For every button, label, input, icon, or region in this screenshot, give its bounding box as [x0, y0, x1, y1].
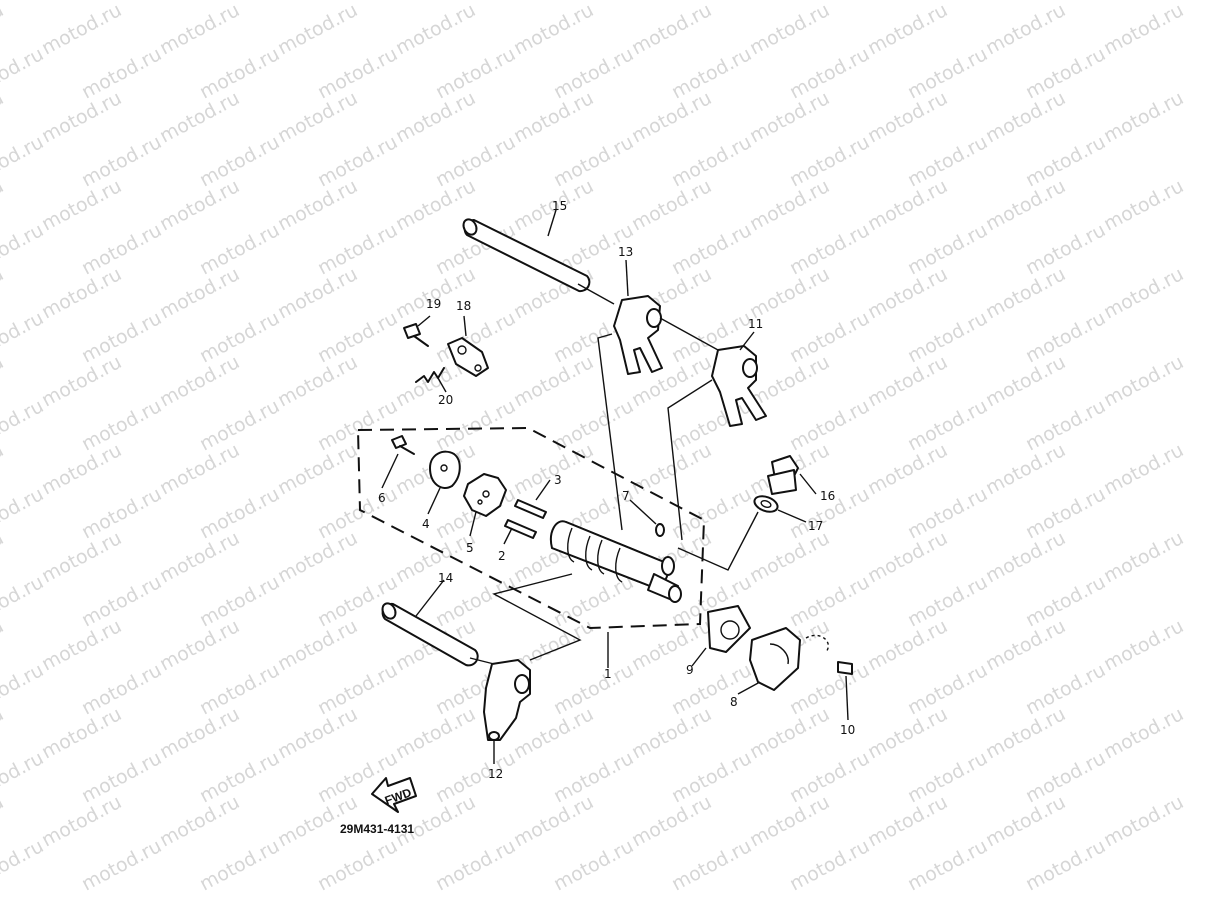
callout-12: 12	[488, 767, 503, 781]
guide-bar-14	[381, 602, 479, 667]
seal-hint	[805, 634, 829, 653]
callout-18: 18	[456, 299, 471, 313]
washer-17	[753, 495, 779, 513]
callout-13: 13	[618, 245, 633, 259]
pin-2	[504, 519, 537, 539]
shift-fork-11	[711, 345, 767, 427]
gasket-9	[707, 605, 751, 653]
callout-15: 15	[552, 199, 567, 213]
shift-fork-12	[483, 659, 531, 741]
leader-bar14-fork12	[469, 657, 495, 665]
pin-7	[655, 523, 665, 537]
callout-10: 10	[840, 723, 855, 737]
plate-4	[429, 450, 461, 489]
leader-fork13-fork11	[659, 317, 719, 351]
callout-16: 16	[820, 489, 835, 503]
callout-11: 11	[748, 317, 763, 331]
leader-bar15-fork13	[577, 283, 615, 305]
guide-bar-15	[462, 218, 591, 293]
callout-20: 20	[438, 393, 453, 407]
leader-fork12-drum	[492, 573, 582, 661]
pin-3	[514, 499, 547, 519]
callout-6: 6	[378, 491, 386, 505]
cover-8	[749, 627, 801, 691]
shift-fork-13	[613, 295, 663, 375]
bolt-6	[391, 435, 415, 455]
callout-2: 2	[498, 549, 506, 563]
callout-17: 17	[808, 519, 823, 533]
shift-drum-1	[550, 520, 682, 603]
callout-8: 8	[730, 695, 738, 709]
callout-1: 1	[604, 667, 612, 681]
leader-fork11-drum	[667, 379, 713, 541]
callout-19: 19	[426, 297, 441, 311]
callout-9: 9	[686, 663, 694, 677]
assembly-boundary	[356, 426, 706, 630]
segment-5	[463, 473, 507, 517]
callout-3: 3	[554, 473, 562, 487]
spring-20	[415, 367, 445, 383]
bolt-19	[403, 323, 429, 347]
fwd-arrow-icon: FWD	[371, 777, 417, 813]
diagram-code: 29M431-4131	[340, 822, 414, 836]
callout-4: 4	[422, 517, 430, 531]
plug-16	[767, 455, 799, 495]
stopper-lever-18	[447, 337, 489, 377]
leader-washer-drum	[677, 511, 759, 571]
callout-5: 5	[466, 541, 474, 555]
callout-7: 7	[622, 489, 630, 503]
callout-14: 14	[438, 571, 453, 585]
leader-fork13-drum	[597, 333, 623, 531]
bolt-10	[837, 661, 853, 675]
